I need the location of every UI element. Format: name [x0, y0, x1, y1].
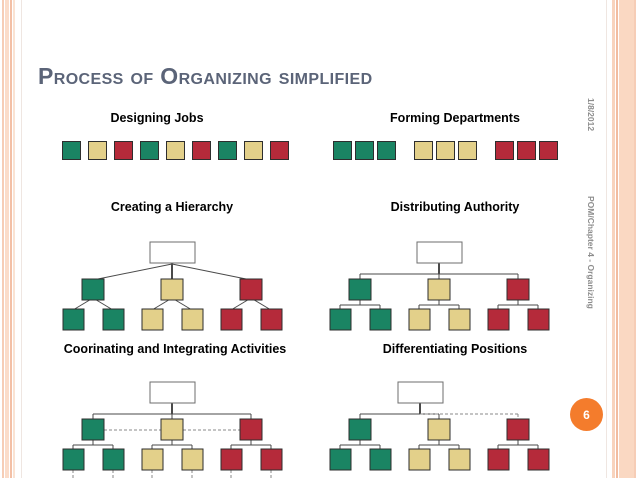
heading-distributing-authority: Distributing Authority: [390, 200, 520, 214]
chip-dept-red-1: [495, 141, 514, 160]
border-stripe-right-3: [616, 0, 618, 478]
chip-job-4: [140, 141, 159, 160]
slide-date-label: 1/8/2012: [586, 98, 596, 132]
border-stripe-right-5: [634, 0, 636, 478]
chip-dept-yellow-3: [458, 141, 477, 160]
chip-job-3: [114, 141, 133, 160]
tree-distributing-authority: [322, 222, 557, 331]
border-stripe-left-5: [21, 0, 22, 478]
chip-dept-green-1: [333, 141, 352, 160]
chip-job-6: [192, 141, 211, 160]
chip-dept-green-2: [355, 141, 374, 160]
slide-course-label: POM/Chapter 4 - Organizing: [586, 196, 596, 309]
chip-job-9: [270, 141, 289, 160]
heading-designing-jobs: Designing Jobs: [110, 111, 204, 125]
chip-dept-green-3: [377, 141, 396, 160]
border-stripe-right-2: [612, 0, 615, 478]
heading-creating-hierarchy: Creating a Hierarchy: [110, 200, 234, 214]
heading-differentiating-positions: Differentiating Positions: [382, 342, 528, 356]
border-stripe-left-3: [10, 0, 12, 478]
chip-job-5: [166, 141, 185, 160]
border-stripe-left-1: [2, 0, 4, 478]
border-stripe-left-4: [13, 0, 15, 478]
chip-dept-red-3: [539, 141, 558, 160]
chip-dept-yellow-1: [414, 141, 433, 160]
chip-job-1: [62, 141, 81, 160]
chip-job-2: [88, 141, 107, 160]
page-title: Process of Organizing simplified: [38, 63, 373, 89]
heading-coordinating-activities: Coorinating and Integrating Activities: [63, 342, 287, 356]
chip-job-8: [244, 141, 263, 160]
border-stripe-right-4: [619, 0, 634, 478]
tree-coordinating-activities: [55, 362, 290, 478]
chip-job-7: [218, 141, 237, 160]
chip-dept-red-2: [517, 141, 536, 160]
chip-dept-yellow-2: [436, 141, 455, 160]
page-number-badge: 6: [570, 398, 603, 431]
tree-creating-hierarchy: [55, 222, 290, 331]
border-stripe-left-2: [5, 0, 9, 478]
tree-differentiating-positions: [322, 362, 557, 471]
border-stripe-right-1: [606, 0, 607, 478]
heading-forming-departments: Forming Departments: [390, 111, 520, 125]
